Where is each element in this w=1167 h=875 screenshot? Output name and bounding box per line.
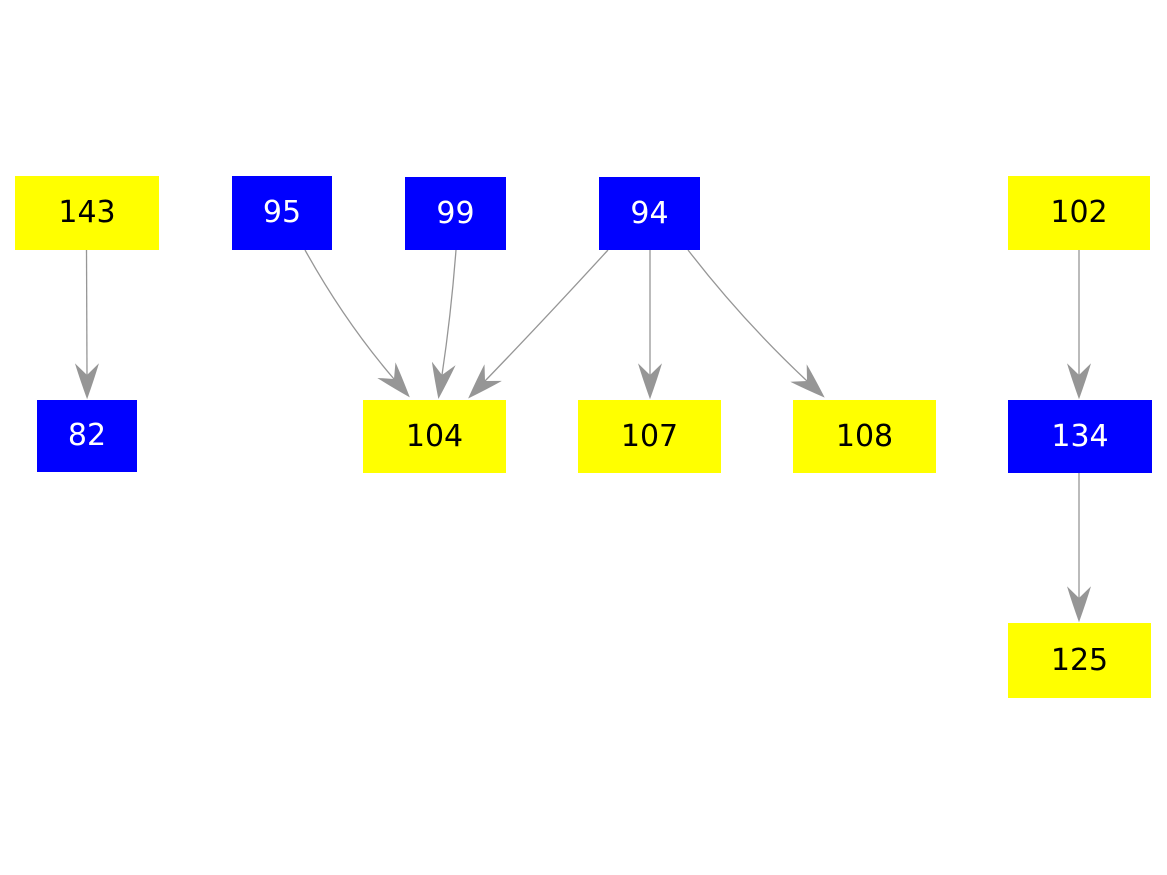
- edge-143-to-82: [74, 249, 99, 400]
- node-label: 125: [1050, 642, 1109, 678]
- node-102: 102: [1008, 176, 1150, 250]
- node-label: 102: [1050, 195, 1108, 230]
- edge-94-to-108: [687, 249, 825, 398]
- node-104: 104: [363, 400, 506, 473]
- node-label: 104: [405, 418, 464, 454]
- edge-95-to-104: [304, 249, 410, 398]
- node-label: 107: [620, 418, 679, 454]
- node-label: 99: [436, 195, 475, 231]
- node-143: 143: [15, 176, 159, 250]
- node-95: 95: [232, 176, 332, 250]
- node-107: 107: [578, 400, 721, 473]
- node-82: 82: [37, 400, 137, 472]
- node-label: 143: [58, 195, 116, 230]
- node-134: 134: [1008, 400, 1152, 473]
- node-99: 99: [405, 177, 506, 250]
- node-125: 125: [1008, 623, 1151, 698]
- node-label: 108: [835, 418, 894, 454]
- edge-99-to-104: [431, 249, 457, 400]
- node-94: 94: [599, 177, 700, 250]
- node-label: 94: [630, 195, 669, 231]
- node-label: 95: [262, 195, 302, 230]
- node-108: 108: [793, 400, 936, 473]
- node-label: 82: [67, 418, 107, 453]
- edge-94-to-104: [468, 249, 609, 399]
- node-label: 134: [1051, 418, 1109, 454]
